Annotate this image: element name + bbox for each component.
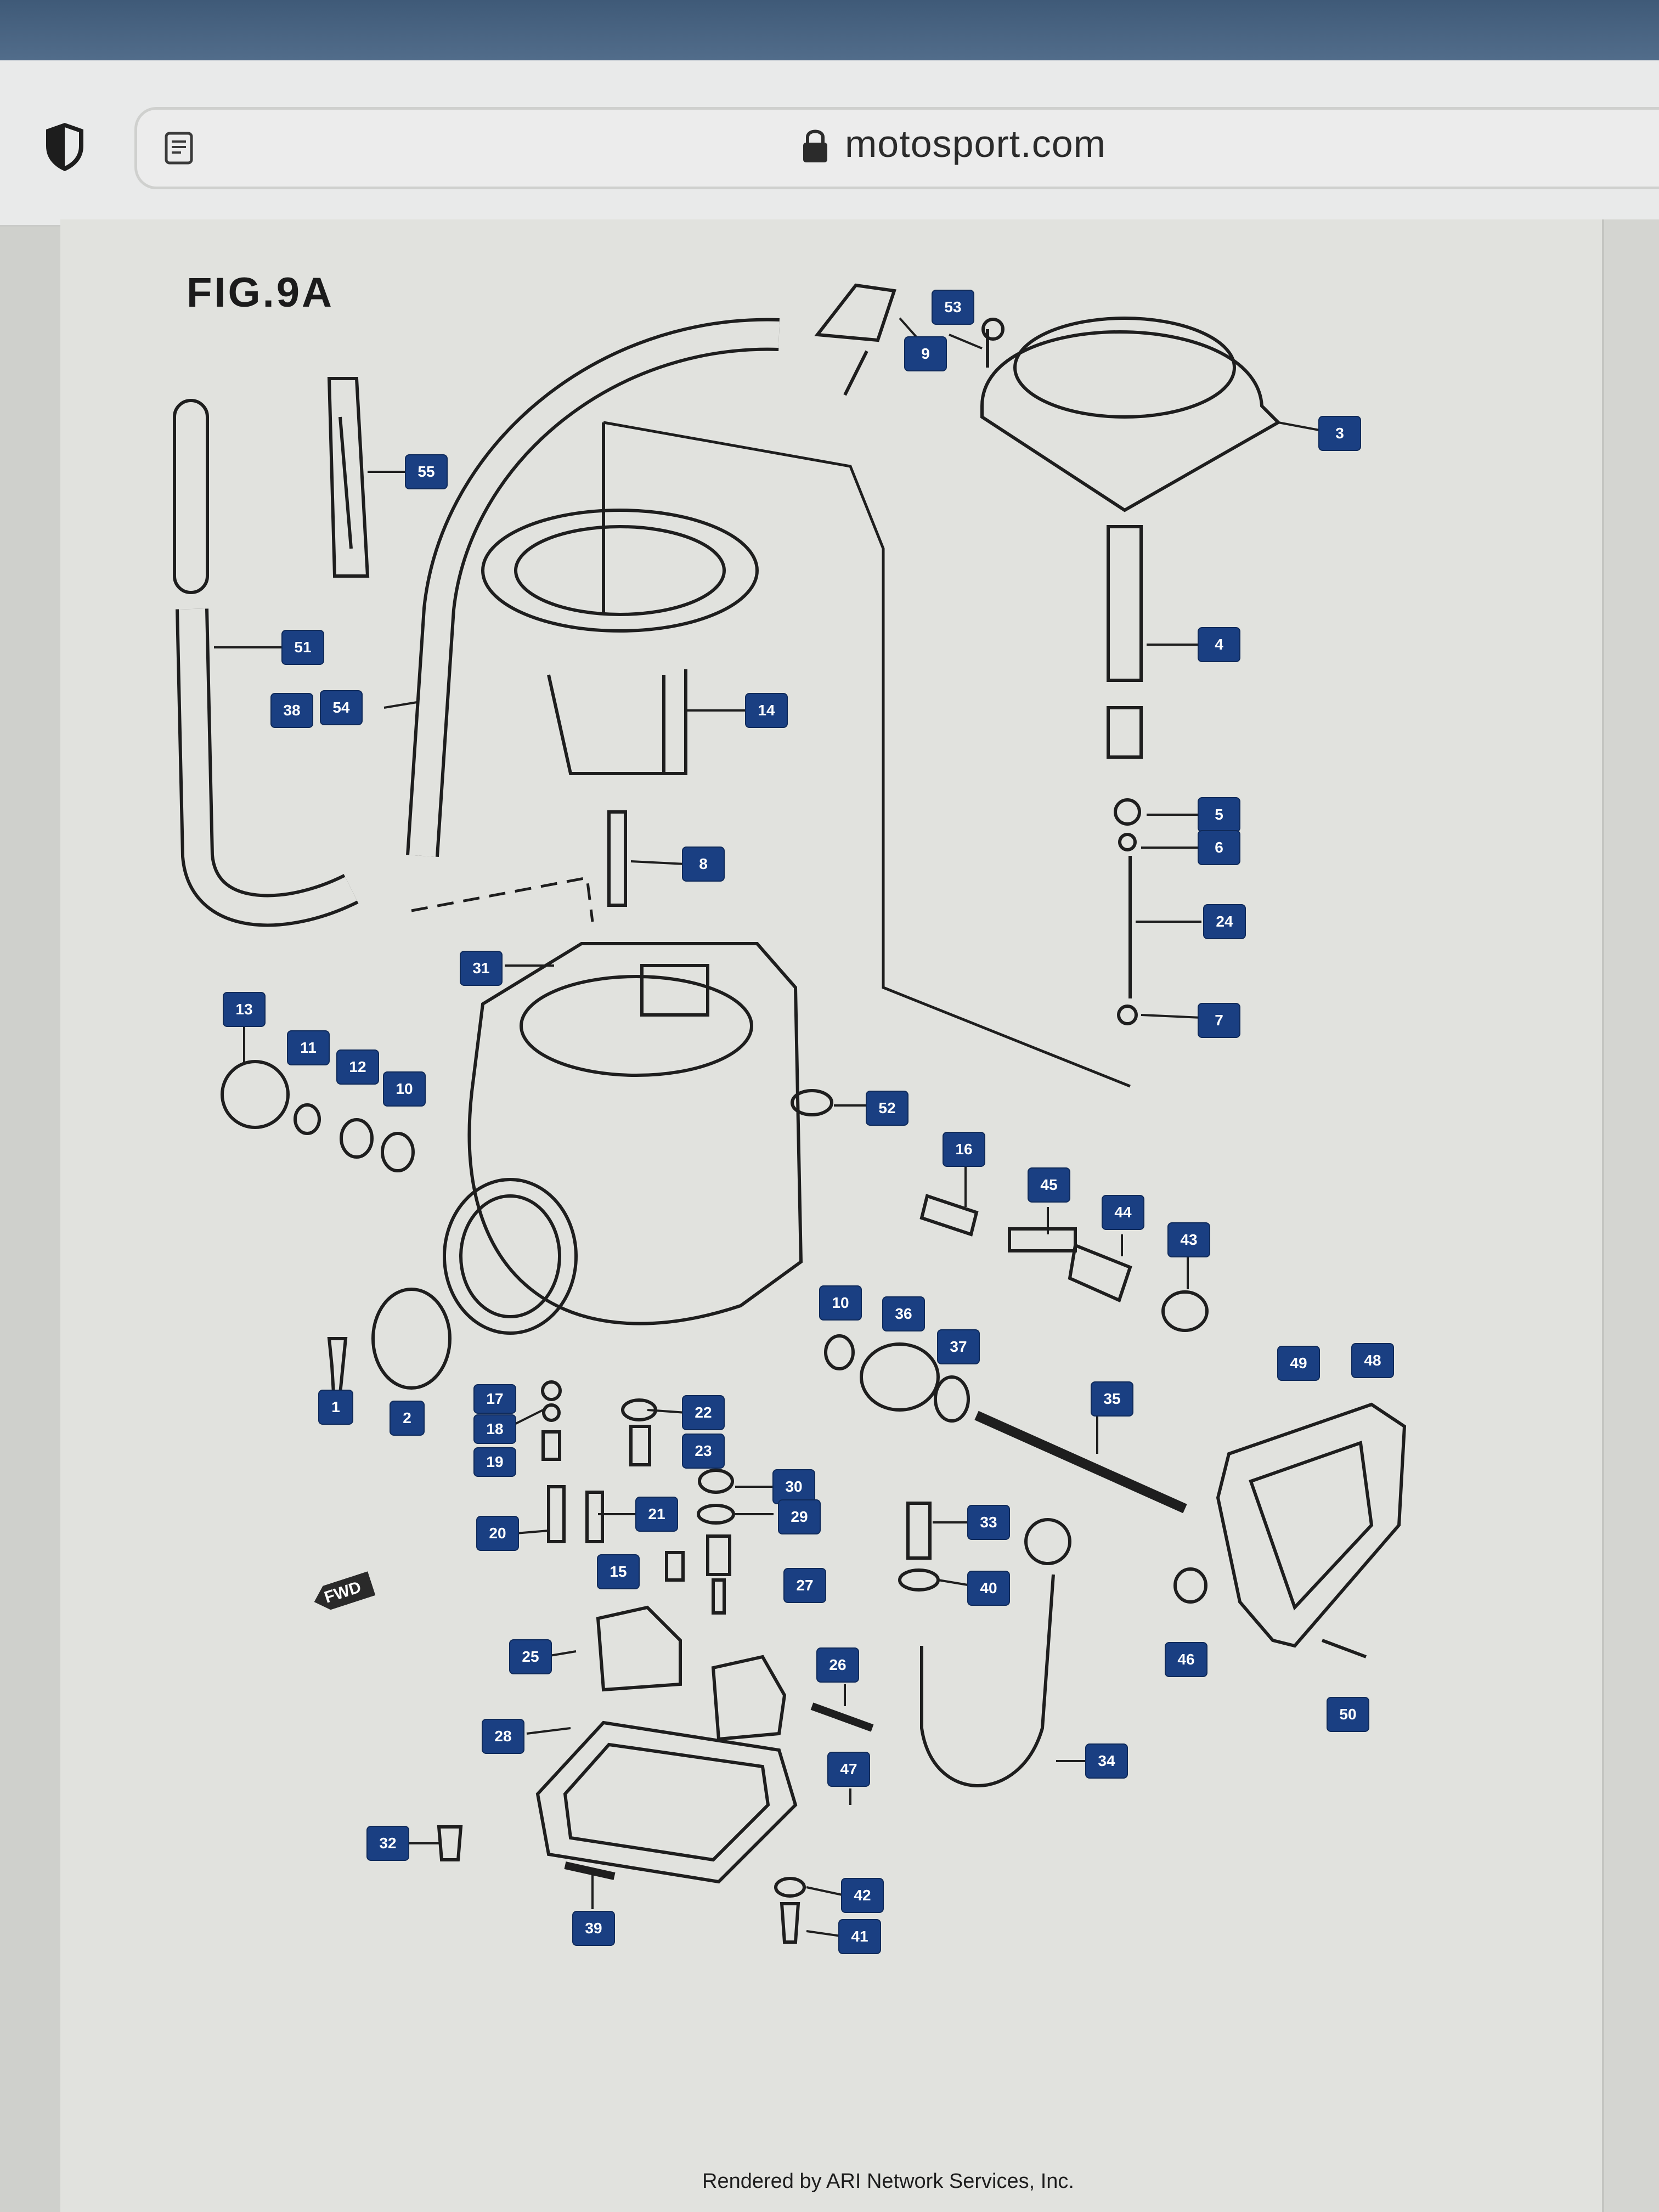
callout-42[interactable]: 42: [842, 1879, 883, 1912]
callout-5[interactable]: 5: [1199, 798, 1239, 831]
callout-40[interactable]: 40: [968, 1572, 1009, 1605]
callout-11[interactable]: 11: [288, 1031, 329, 1064]
callout-46[interactable]: 46: [1166, 1643, 1206, 1676]
callout-19[interactable]: 19: [475, 1448, 515, 1476]
callout-45[interactable]: 45: [1029, 1169, 1069, 1201]
callout-27[interactable]: 27: [785, 1569, 825, 1602]
callout-23[interactable]: 23: [683, 1435, 724, 1468]
callout-52[interactable]: 52: [867, 1092, 907, 1125]
url-text: motosport.com: [845, 122, 1106, 165]
shield-icon[interactable]: [43, 121, 87, 173]
callout-15[interactable]: 15: [598, 1555, 639, 1588]
page-content: [60, 219, 1602, 2212]
callout-6[interactable]: 6: [1199, 831, 1239, 864]
callout-16[interactable]: 16: [944, 1133, 984, 1166]
callout-50[interactable]: 50: [1328, 1698, 1368, 1731]
callout-2[interactable]: 2: [391, 1402, 424, 1435]
lock-icon: [803, 129, 827, 162]
callout-28[interactable]: 28: [483, 1720, 523, 1753]
callout-38[interactable]: 38: [272, 694, 312, 727]
callout-10[interactable]: 10: [384, 1073, 425, 1105]
page-icon: [165, 132, 193, 165]
callout-47[interactable]: 47: [828, 1753, 869, 1786]
callout-21[interactable]: 21: [636, 1498, 677, 1531]
callout-32[interactable]: 32: [368, 1827, 408, 1860]
callout-17[interactable]: 17: [475, 1385, 515, 1413]
callout-13[interactable]: 13: [224, 993, 264, 1026]
scrollbar[interactable]: [1602, 219, 1659, 2212]
callout-54[interactable]: 54: [321, 691, 362, 724]
callout-49[interactable]: 49: [1278, 1347, 1319, 1380]
callout-31[interactable]: 31: [461, 952, 501, 985]
callout-20[interactable]: 20: [477, 1517, 518, 1550]
callout-34[interactable]: 34: [1086, 1745, 1127, 1778]
callout-24[interactable]: 24: [1204, 905, 1245, 938]
callout-4[interactable]: 4: [1199, 628, 1239, 661]
reader-mode-button[interactable]: [134, 107, 225, 189]
callout-43[interactable]: 43: [1169, 1223, 1209, 1256]
callout-29[interactable]: 29: [779, 1500, 820, 1533]
callout-30[interactable]: 30: [774, 1470, 814, 1503]
callout-48[interactable]: 48: [1352, 1344, 1393, 1377]
address-bar[interactable]: motosport.com: [219, 107, 1659, 189]
callout-39[interactable]: 39: [573, 1912, 614, 1945]
callout-25[interactable]: 25: [510, 1640, 551, 1673]
callout-35[interactable]: 35: [1092, 1383, 1132, 1415]
callout-53[interactable]: 53: [933, 291, 973, 324]
callout-7[interactable]: 7: [1199, 1004, 1239, 1037]
callout-12[interactable]: 12: [337, 1051, 378, 1084]
screen-bezel: [0, 0, 1659, 71]
callout-44[interactable]: 44: [1103, 1196, 1143, 1229]
callout-55[interactable]: 55: [406, 455, 447, 488]
callout-1[interactable]: 1: [319, 1391, 352, 1424]
callout-22[interactable]: 22: [683, 1396, 724, 1429]
callout-41[interactable]: 41: [839, 1920, 880, 1953]
figure-title: FIG.9A: [187, 269, 334, 316]
callout-51[interactable]: 51: [283, 631, 323, 664]
callout-37[interactable]: 37: [938, 1330, 979, 1363]
callout-33[interactable]: 33: [968, 1506, 1009, 1539]
callout-3[interactable]: 3: [1319, 417, 1360, 450]
callout-8[interactable]: 8: [683, 848, 724, 881]
callout-36[interactable]: 36: [883, 1297, 924, 1330]
callout-14[interactable]: 14: [746, 694, 787, 727]
callout-10b[interactable]: 10: [820, 1286, 861, 1319]
callout-18[interactable]: 18: [475, 1415, 515, 1443]
callout-26[interactable]: 26: [817, 1649, 858, 1681]
callout-9[interactable]: 9: [905, 337, 946, 370]
footer-credit: Rendered by ARI Network Services, Inc.: [702, 2170, 1074, 2193]
